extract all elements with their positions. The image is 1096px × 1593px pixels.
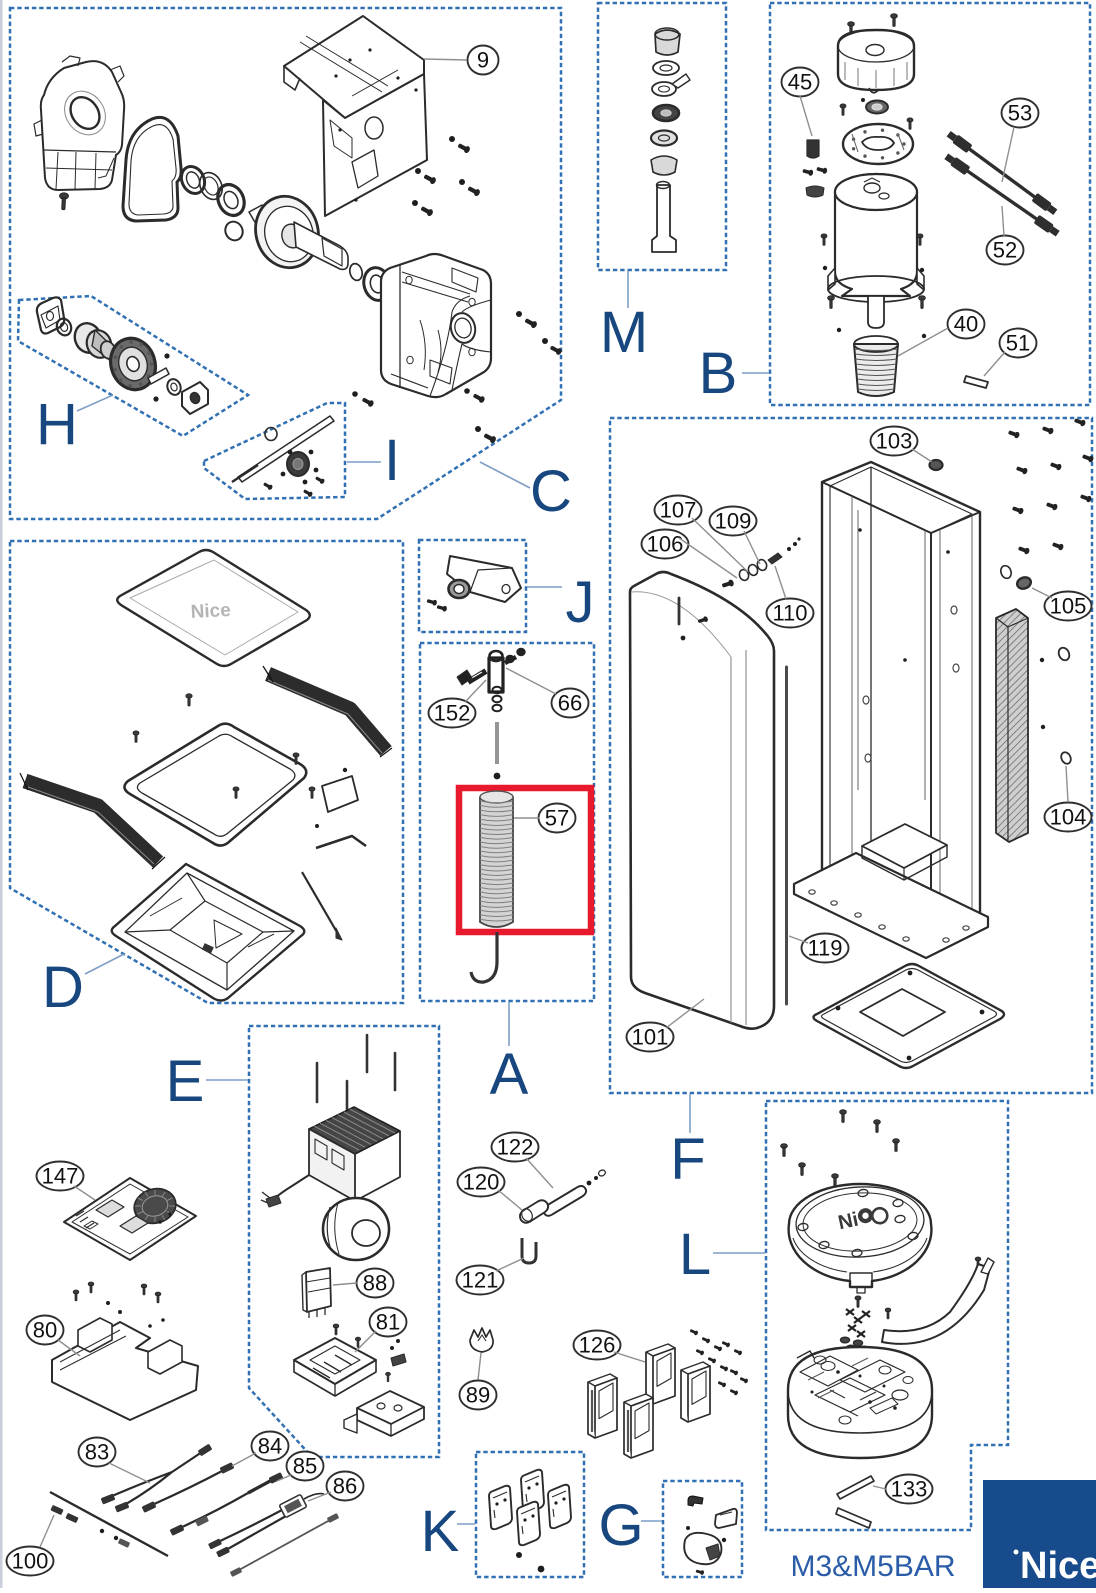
svg-text:Nice: Nice bbox=[190, 600, 231, 623]
svg-text:80: 80 bbox=[33, 1318, 57, 1343]
svg-text:104: 104 bbox=[1050, 805, 1087, 830]
svg-text:120: 120 bbox=[463, 1170, 500, 1195]
svg-text:101: 101 bbox=[632, 1025, 669, 1050]
svg-text:I: I bbox=[384, 428, 400, 493]
svg-text:53: 53 bbox=[1008, 101, 1032, 126]
svg-text:J: J bbox=[566, 570, 595, 635]
svg-text:D: D bbox=[42, 955, 84, 1020]
svg-text:110: 110 bbox=[772, 601, 807, 626]
svg-text:M3&M5BAR: M3&M5BAR bbox=[790, 1550, 955, 1583]
svg-text:E: E bbox=[166, 1049, 205, 1114]
svg-text:89: 89 bbox=[466, 1383, 490, 1408]
svg-text:84: 84 bbox=[258, 1434, 282, 1459]
svg-text:C: C bbox=[530, 459, 572, 524]
svg-text:F: F bbox=[670, 1127, 705, 1192]
svg-text:H: H bbox=[36, 392, 78, 457]
svg-text:Ni: Ni bbox=[836, 1209, 860, 1235]
svg-text:L: L bbox=[679, 1222, 711, 1287]
svg-text:126: 126 bbox=[579, 1333, 616, 1358]
svg-text:152: 152 bbox=[434, 701, 471, 726]
svg-text:109: 109 bbox=[715, 509, 752, 534]
svg-text:52: 52 bbox=[993, 238, 1017, 263]
svg-text:122: 122 bbox=[497, 1135, 534, 1160]
svg-text:119: 119 bbox=[807, 936, 842, 961]
svg-text:133: 133 bbox=[891, 1477, 928, 1502]
svg-text:105: 105 bbox=[1050, 594, 1087, 619]
svg-text:88: 88 bbox=[363, 1271, 387, 1296]
svg-text:57: 57 bbox=[545, 806, 569, 831]
svg-text:M: M bbox=[600, 300, 648, 365]
svg-text:121: 121 bbox=[462, 1268, 499, 1293]
svg-text:103: 103 bbox=[876, 429, 913, 454]
svg-text:85: 85 bbox=[293, 1454, 317, 1479]
svg-text:107: 107 bbox=[660, 498, 697, 523]
svg-text:K: K bbox=[421, 1499, 460, 1564]
svg-text:83: 83 bbox=[85, 1440, 109, 1465]
svg-text:147: 147 bbox=[42, 1164, 79, 1189]
svg-text:9: 9 bbox=[477, 48, 489, 73]
svg-text:81: 81 bbox=[376, 1310, 400, 1335]
svg-text:100: 100 bbox=[12, 1549, 49, 1574]
svg-text:51: 51 bbox=[1006, 331, 1030, 356]
svg-text:Nice: Nice bbox=[1020, 1545, 1096, 1587]
svg-text:66: 66 bbox=[558, 691, 582, 716]
svg-text:45: 45 bbox=[788, 70, 812, 95]
svg-text:A: A bbox=[490, 1042, 529, 1107]
svg-text:B: B bbox=[699, 341, 738, 406]
svg-text:40: 40 bbox=[954, 312, 978, 337]
svg-text:86: 86 bbox=[333, 1474, 357, 1499]
svg-text:G: G bbox=[598, 1493, 643, 1558]
svg-text:106: 106 bbox=[647, 532, 684, 557]
